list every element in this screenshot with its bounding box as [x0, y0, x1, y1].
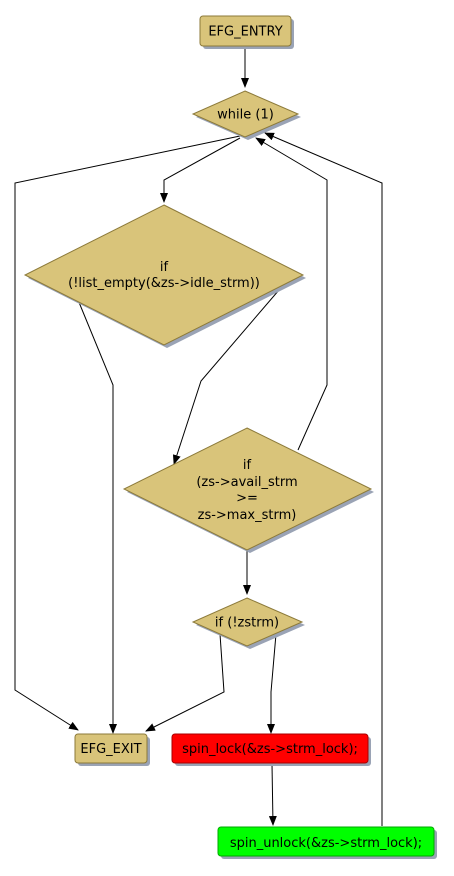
node-while: while (1) [191, 90, 301, 140]
node-if-list-empty-line-2: (!list_empty(&zs->idle_strm)) [68, 276, 260, 291]
edge-while-to-if-list-empty [160, 137, 241, 203]
edge-spin-unlock-loop-to-while [264, 132, 383, 826]
node-if-avail-line-3: >= [236, 491, 258, 506]
edge-spin-lock-to-spin-unlock [268, 763, 277, 826]
edge-if-zstrm-to-spin-lock [267, 633, 277, 734]
node-entry-label: EFG_ENTRY [208, 25, 282, 40]
node-if-avail-line-1: if [243, 458, 252, 473]
node-if-zstrm-label: if (!zstrm) [215, 616, 279, 631]
edge-if-list-empty-to-exit [75, 294, 117, 734]
edge-while-to-exit [14, 135, 241, 731]
node-if-avail-line-2: (zs->avail_strm [196, 475, 297, 490]
node-spin-unlock: spin_unlock(&zs->strm_lock); [217, 826, 437, 859]
node-exit-label: EFG_EXIT [80, 742, 141, 757]
node-if-list-empty: if (!list_empty(&zs->idle_strm)) [23, 204, 306, 348]
edge-if-avail-loop-to-while [255, 137, 328, 451]
node-spin-lock-label: spin_lock(&zs->strm_lock); [182, 742, 358, 757]
node-spin-lock: spin_lock(&zs->strm_lock); [171, 733, 371, 766]
node-if-avail-line-4: zs->max_strm) [198, 508, 297, 523]
edges [14, 45, 383, 826]
node-if-avail: if (zs->avail_strm >= zs->max_strm) [122, 427, 374, 553]
node-if-zstrm: if (!zstrm) [191, 597, 305, 649]
node-if-list-empty-line-1: if [160, 260, 169, 275]
edge-if-list-empty-to-if-avail [172, 282, 286, 465]
node-exit: EFG_EXIT [74, 733, 150, 766]
node-while-label: while (1) [217, 108, 274, 123]
node-spin-unlock-label: spin_unlock(&zs->strm_lock); [230, 836, 422, 851]
node-entry: EFG_ENTRY [199, 15, 294, 49]
edge-if-zstrm-to-exit [145, 633, 225, 732]
